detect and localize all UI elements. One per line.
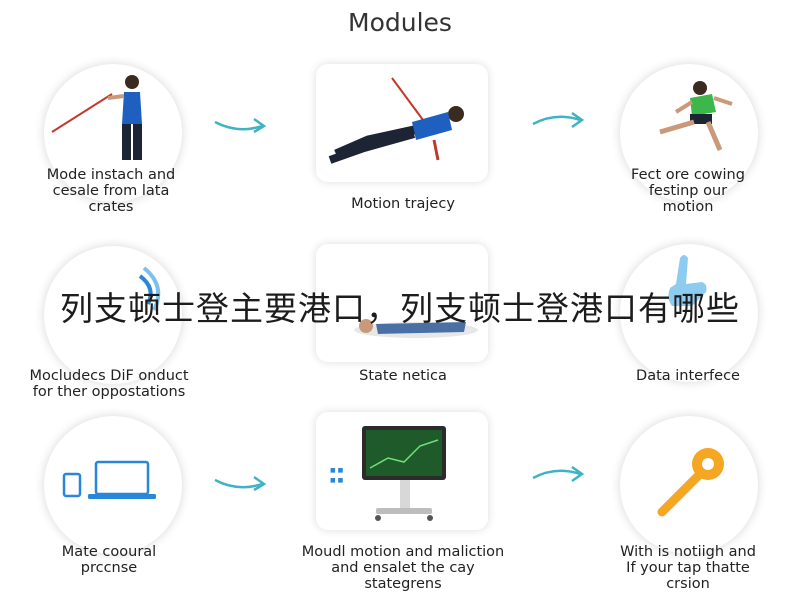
- module-3-label: Fect ore cowing festinp our motion: [631, 167, 745, 215]
- module-2-label: Motion trajecy: [351, 196, 455, 212]
- monitor-machine-icon: ■ ■ ■ ■: [330, 426, 446, 521]
- arrow-right-icon: [214, 475, 267, 492]
- module-5-label: State netica: [359, 368, 447, 384]
- page-title: Modules: [348, 8, 452, 37]
- orange-key-icon: [657, 448, 724, 517]
- module-6-label: Data interfece: [636, 368, 740, 384]
- running-man-icon: [659, 81, 733, 151]
- standing-man-pointer-icon: [51, 75, 142, 160]
- overlay-caption: 列支顿士登主要港口，列支顿士登港口有哪些: [60, 289, 740, 328]
- lying-person-icon: [354, 319, 478, 338]
- svg-text:■ ■: ■ ■: [330, 477, 344, 484]
- module-8-label: Moudl motion and maliction and ensalet t…: [301, 544, 505, 592]
- module-1-circle: [44, 64, 182, 202]
- module-4-label: Mocludecs DiF onduct for ther oppostatio…: [29, 368, 189, 400]
- module-9-circle: [620, 416, 758, 554]
- arrow-right-icon: [214, 117, 267, 134]
- arrow-right-icon: [532, 465, 585, 483]
- module-5-card: [316, 244, 488, 362]
- module-6-circle: [620, 244, 758, 382]
- module-7-label: Mate cooural prccnse: [61, 544, 157, 576]
- laptop-phone-icon: [62, 460, 156, 499]
- module-7-circle: [44, 416, 182, 554]
- blue-hand-icon: [668, 255, 707, 306]
- blue-wave-icon: [138, 266, 161, 311]
- arrow-right-icon: [532, 111, 585, 129]
- reclining-man-stretch-icon: [328, 77, 464, 164]
- module-2-card: [316, 64, 488, 182]
- module-9-label: With is notiigh and If your tap thatte c…: [620, 544, 756, 592]
- module-3-circle: [620, 64, 758, 202]
- module-8-card: ■ ■ ■ ■: [316, 412, 488, 530]
- svg-text:■ ■: ■ ■: [330, 467, 344, 474]
- module-1-label: Mode instach and cesale from lata crates: [46, 167, 176, 215]
- module-4-circle: [44, 246, 182, 384]
